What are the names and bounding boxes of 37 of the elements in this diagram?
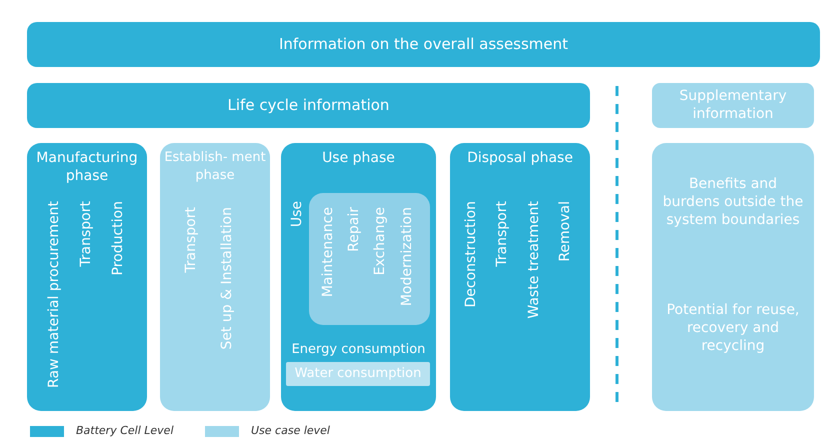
phase-box [281,143,436,411]
step-label: Transport [493,201,511,267]
step-label: Transport [77,201,95,267]
step-label: Production [109,201,127,276]
step-label: Exchange [371,207,389,276]
phase-box [450,143,590,411]
step-label: Set up & Installation [218,207,236,350]
step-label: Transport [182,207,200,273]
section-bar [27,83,590,128]
step-label: Maintenance [319,207,337,298]
step-label: Deconstruction [462,201,480,308]
box-title: Water consumption [294,365,422,383]
step-label: Use [288,201,306,228]
box-title: Supplementary information [678,87,788,123]
box-title: Use phase [321,149,396,167]
legend-label: Use case level [251,424,330,437]
step-label: Modernization [398,207,416,306]
box-title: Life cycle information [226,96,390,114]
step-label: Raw material procurement [45,201,63,388]
box-text: Potential for reuse, recovery and recycling [666,301,800,355]
band [286,362,430,386]
activity-box [309,193,430,325]
legend-label: Battery Cell Level [76,424,174,437]
box-title: Establish- ment phase [163,149,267,185]
box-text: Energy consumption [290,341,426,359]
box-title: Manufacturing phase [35,149,139,185]
box-title: Disposal phase [466,149,574,167]
info-box [652,143,814,411]
step-label: Waste treatment [525,201,543,319]
box-title: Benefits and burdens outside the system boundaries [662,175,804,229]
phase-box [27,143,147,411]
header-bar [27,22,820,67]
step-label: Removal [556,201,574,262]
box-title: Information on the overall assessment [278,35,570,53]
step-label: Repair [345,207,363,252]
section-bar [652,83,814,128]
phase-box [160,143,270,411]
